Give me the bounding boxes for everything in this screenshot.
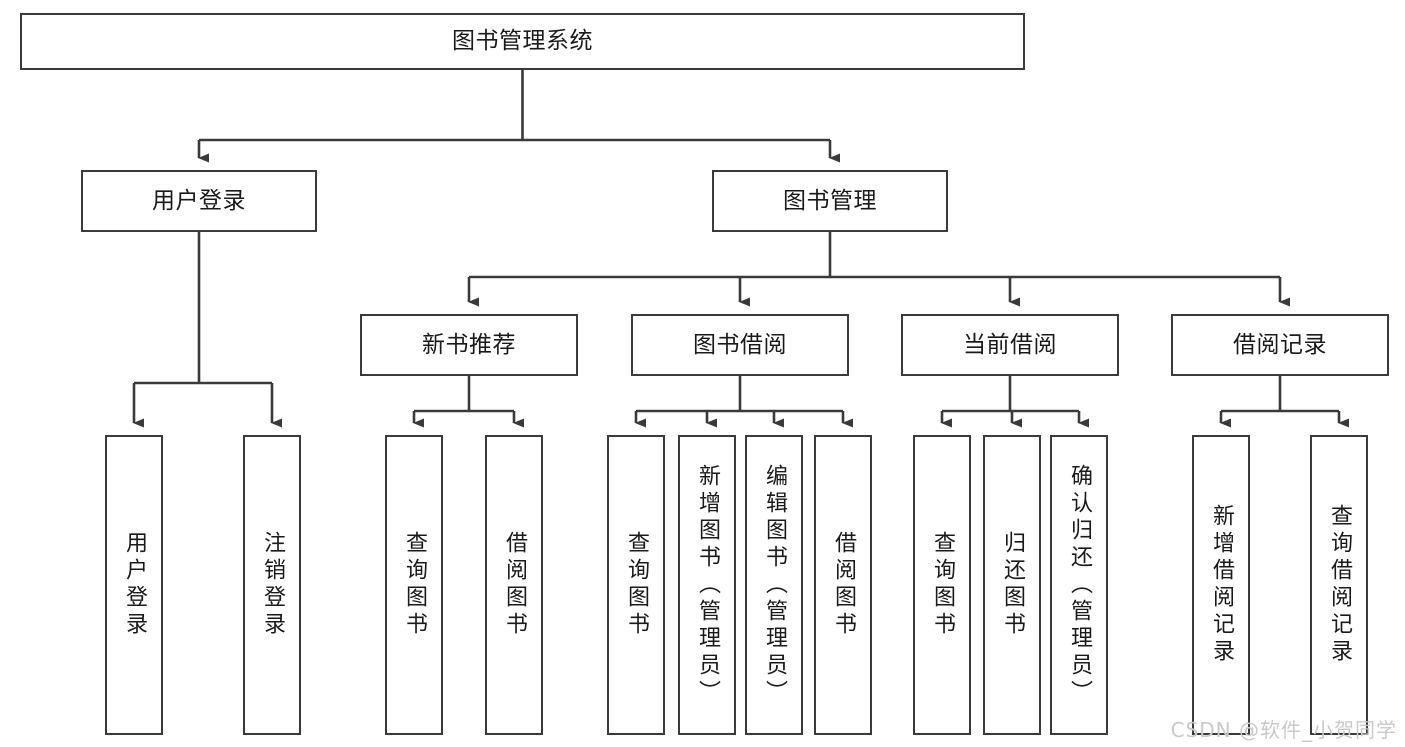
node-borrow-record-label: 借阅记录 (1233, 331, 1327, 358)
node-leaf-borrow-book-2-label: 借阅图书 (831, 531, 856, 639)
node-leaf-query-book-1-label: 查询图书 (402, 531, 427, 639)
node-leaf-logout-login-label: 注销登录 (260, 531, 285, 639)
node-leaf-return-book[interactable]: 归还图书 (983, 435, 1041, 735)
node-leaf-query-record-label: 查询借阅记录 (1327, 504, 1352, 666)
node-book-manage-label: 图书管理 (783, 187, 877, 214)
node-borrow-record[interactable]: 借阅记录 (1171, 314, 1389, 376)
node-leaf-confirm-return-label: 确认归还（管理员） (1067, 463, 1092, 707)
node-leaf-query-book-3-label: 查询图书 (930, 531, 955, 639)
node-leaf-borrow-book-2[interactable]: 借阅图书 (814, 435, 872, 735)
node-user-login-label: 用户登录 (152, 187, 246, 214)
node-book-manage[interactable]: 图书管理 (712, 170, 948, 232)
node-leaf-user-login-label: 用户登录 (122, 531, 147, 639)
node-leaf-add-record-label: 新增借阅记录 (1209, 504, 1234, 666)
node-new-book-recommend-label: 新书推荐 (422, 331, 516, 358)
node-leaf-confirm-return[interactable]: 确认归还（管理员） (1050, 435, 1108, 735)
node-user-login[interactable]: 用户登录 (81, 170, 317, 232)
node-current-borrow-label: 当前借阅 (963, 331, 1057, 358)
node-leaf-query-book-1[interactable]: 查询图书 (385, 435, 443, 735)
node-root-system[interactable]: 图书管理系统 (20, 13, 1025, 70)
node-leaf-query-book-2-label: 查询图书 (624, 531, 649, 639)
watermark-text: CSDN @软件_小贺同学 (1170, 718, 1397, 742)
node-leaf-query-book-2[interactable]: 查询图书 (607, 435, 665, 735)
node-leaf-query-record[interactable]: 查询借阅记录 (1310, 435, 1368, 735)
node-root-system-label: 图书管理系统 (452, 28, 593, 55)
node-current-borrow[interactable]: 当前借阅 (901, 314, 1119, 376)
node-new-book-recommend[interactable]: 新书推荐 (360, 314, 578, 376)
node-leaf-add-record[interactable]: 新增借阅记录 (1192, 435, 1250, 735)
node-leaf-edit-book[interactable]: 编辑图书（管理员） (745, 435, 803, 735)
node-leaf-edit-book-label: 编辑图书（管理员） (762, 463, 787, 707)
node-leaf-borrow-book-1[interactable]: 借阅图书 (485, 435, 543, 735)
node-book-borrow-label: 图书借阅 (693, 331, 787, 358)
node-leaf-add-book[interactable]: 新增图书（管理员） (678, 435, 736, 735)
node-leaf-query-book-3[interactable]: 查询图书 (913, 435, 971, 735)
node-leaf-borrow-book-1-label: 借阅图书 (502, 531, 527, 639)
node-leaf-user-login[interactable]: 用户登录 (105, 435, 163, 735)
node-leaf-return-book-label: 归还图书 (1000, 531, 1025, 639)
node-book-borrow[interactable]: 图书借阅 (631, 314, 849, 376)
node-leaf-add-book-label: 新增图书（管理员） (695, 463, 720, 707)
node-leaf-logout-login[interactable]: 注销登录 (243, 435, 301, 735)
